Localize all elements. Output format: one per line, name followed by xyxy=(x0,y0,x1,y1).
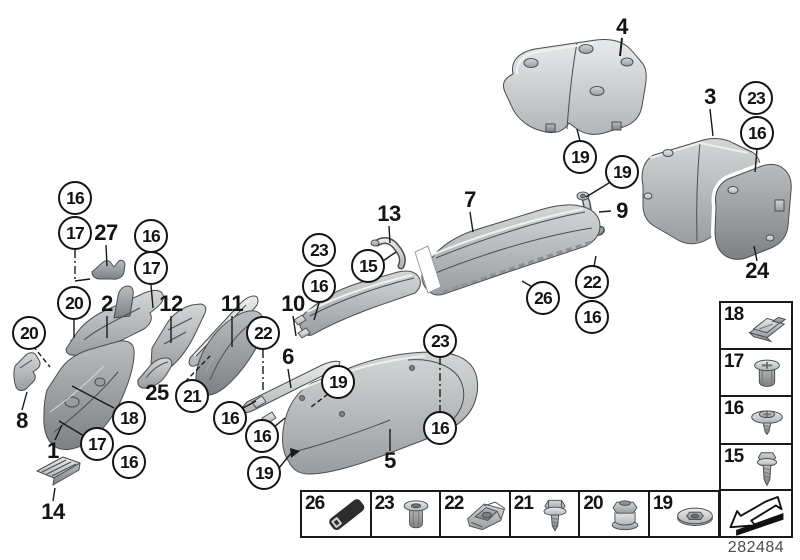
legend-label-20: 20 xyxy=(583,493,603,514)
legend-bottom-strip: 26 23 22 xyxy=(300,490,720,538)
legend-label-26: 26 xyxy=(305,493,325,514)
callout-25[interactable]: 25 xyxy=(145,380,169,405)
callout-12[interactable]: 12 xyxy=(159,291,183,316)
screw-washer-icon xyxy=(751,410,783,436)
figure-number: 282484 xyxy=(727,539,785,556)
legend-cell-15[interactable]: 15 xyxy=(719,442,793,492)
page-turn-arrow-box[interactable] xyxy=(719,489,793,538)
part-4-shape xyxy=(502,39,647,135)
part-14-shape xyxy=(36,456,81,486)
rubber-profile-icon xyxy=(328,499,364,531)
callout-19[interactable]: 19 xyxy=(247,456,281,490)
callout-24[interactable]: 24 xyxy=(745,258,769,283)
callout-17[interactable]: 17 xyxy=(58,216,92,250)
legend-label-22: 22 xyxy=(444,493,464,514)
callout-10[interactable]: 10 xyxy=(281,291,305,316)
part-8-shape xyxy=(13,352,41,391)
legend-cell-19[interactable]: 19 xyxy=(647,490,720,538)
expansion-rivet-icon xyxy=(754,359,780,388)
legend-label-18: 18 xyxy=(724,304,744,325)
callout-22[interactable]: 22 xyxy=(246,316,280,350)
callout-8[interactable]: 8 xyxy=(16,408,28,433)
callout-9[interactable]: 9 xyxy=(616,198,628,223)
callout-1[interactable]: 1 xyxy=(47,438,59,463)
part-27-shape xyxy=(91,259,126,280)
callout-15[interactable]: 15 xyxy=(351,249,385,283)
legend-cell-23[interactable]: 23 xyxy=(369,490,442,538)
legend-cell-16[interactable]: 16 xyxy=(719,395,793,445)
plastic-nut-icon xyxy=(611,500,639,531)
callout-5[interactable]: 5 xyxy=(384,448,396,473)
callout-20[interactable]: 20 xyxy=(57,286,91,320)
callout-17[interactable]: 17 xyxy=(80,427,114,461)
callout-11[interactable]: 11 xyxy=(220,291,244,316)
speed-nut-clip-icon xyxy=(466,501,506,531)
callout-27[interactable]: 27 xyxy=(94,220,118,245)
rivet-nut-icon xyxy=(403,500,429,529)
callout-7[interactable]: 7 xyxy=(464,187,476,212)
callout-19[interactable]: 19 xyxy=(605,155,639,189)
legend-right-strip: 18 17 16 xyxy=(719,301,793,492)
callout-26[interactable]: 26 xyxy=(526,281,560,315)
legend-cell-21[interactable]: 21 xyxy=(508,490,581,538)
callout-16[interactable]: 16 xyxy=(245,419,279,453)
callout-23[interactable]: 23 xyxy=(423,324,457,358)
callout-13[interactable]: 13 xyxy=(377,201,401,226)
callout-16[interactable]: 16 xyxy=(423,411,457,445)
legend-label-17: 17 xyxy=(724,351,744,373)
hex-screw-icon xyxy=(543,499,567,532)
callout-18[interactable]: 18 xyxy=(112,401,146,435)
callout-16[interactable]: 16 xyxy=(213,401,247,435)
callout-16[interactable]: 16 xyxy=(302,269,336,303)
legend-label-16: 16 xyxy=(724,398,744,420)
legend-label-15: 15 xyxy=(724,445,744,467)
callout-23[interactable]: 23 xyxy=(739,81,773,115)
callout-4[interactable]: 4 xyxy=(616,14,628,39)
callout-19[interactable]: 19 xyxy=(563,140,597,174)
callout-16[interactable]: 16 xyxy=(134,219,168,253)
callout-19[interactable]: 19 xyxy=(321,365,355,399)
callout-21[interactable]: 21 xyxy=(175,379,209,413)
legend-cell-26[interactable]: 26 xyxy=(300,490,372,538)
part-10-shape xyxy=(293,270,421,339)
callout-23[interactable]: 23 xyxy=(302,233,336,267)
legend-label-19: 19 xyxy=(652,493,673,514)
callout-16[interactable]: 16 xyxy=(575,300,609,334)
callout-22[interactable]: 22 xyxy=(575,265,609,299)
callout-6[interactable]: 6 xyxy=(282,344,294,369)
page-turn-arrow-icon xyxy=(729,496,784,536)
leader-lines xyxy=(21,37,758,502)
callout-2[interactable]: 2 xyxy=(101,291,113,316)
slide-clip-icon xyxy=(748,316,787,343)
part-7-shape xyxy=(414,204,601,296)
part-24-shape xyxy=(711,160,796,264)
callout-14[interactable]: 14 xyxy=(41,499,65,524)
washer-nut-icon xyxy=(676,507,713,526)
legend-label-23: 23 xyxy=(374,493,395,514)
legend-cell-22[interactable]: 22 xyxy=(439,490,511,538)
callout-16[interactable]: 16 xyxy=(112,445,146,479)
callout-20[interactable]: 20 xyxy=(12,316,46,350)
callout-16[interactable]: 16 xyxy=(740,116,774,150)
callout-16[interactable]: 16 xyxy=(58,181,92,215)
callout-17[interactable]: 17 xyxy=(134,251,168,285)
legend-cell-20[interactable]: 20 xyxy=(578,490,650,538)
legend-cell-17[interactable]: 17 xyxy=(719,348,793,398)
part-25-shape xyxy=(137,357,173,389)
legend-cell-18[interactable]: 18 xyxy=(719,301,793,351)
callout-3[interactable]: 3 xyxy=(704,84,716,109)
long-screw-icon xyxy=(756,451,778,486)
legend-label-21: 21 xyxy=(513,493,534,514)
part-13-shape xyxy=(370,237,406,270)
